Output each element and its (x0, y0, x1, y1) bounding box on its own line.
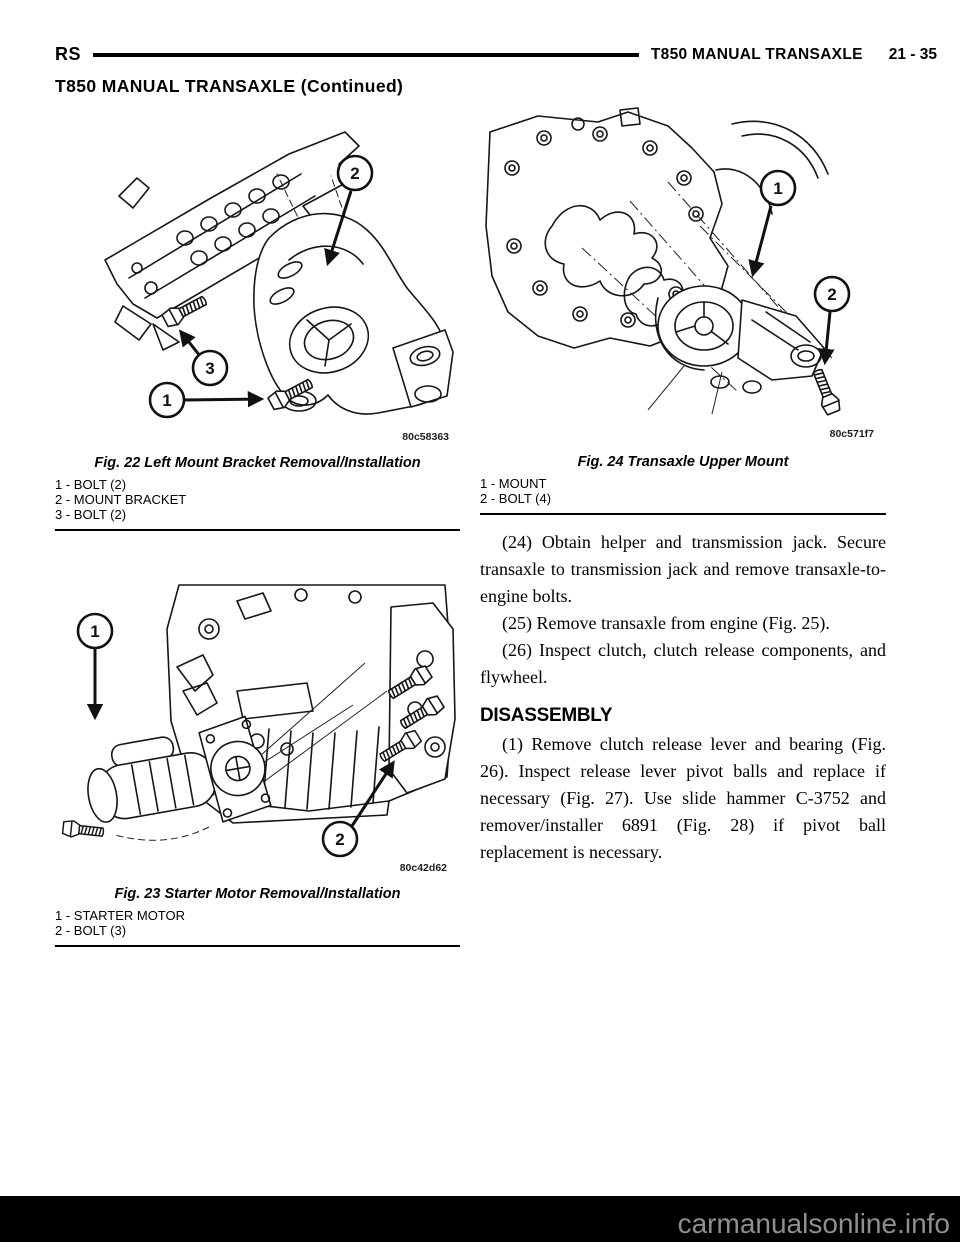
fig23-legend: 1 - STARTER MOTOR 2 - BOLT (3) (55, 908, 460, 947)
header-rule (93, 52, 639, 57)
fig22-illustration: 2 3 1 80c58363 (104, 131, 454, 443)
watermark-text: carmanualsonline.info (677, 1208, 950, 1239)
fig24-image-code: 80c571f7 (830, 428, 875, 440)
procedure-step: (26) Inspect clutch, clutch release comp… (480, 640, 886, 687)
fig24-caption: Fig. 24 Transaxle Upper Mount (577, 454, 789, 470)
page-header: RS T850 MANUAL TRANSAXLE 21 - 35 (55, 44, 937, 65)
fig24-legend: 1 - MOUNT 2 - BOLT (4) (480, 476, 886, 515)
footer-bar: carmanualsonline.info (0, 1196, 960, 1242)
fig23-transaxle (388, 602, 456, 794)
fig22-mount-bracket (253, 212, 454, 415)
left-column: 2 3 1 80c58363 Fig. 22 Left Mount Bracke… (55, 110, 460, 947)
fig22-engine-block (104, 131, 360, 351)
legend-item: 2 - BOLT (3) (55, 923, 127, 938)
svg-text:1: 1 (162, 391, 171, 410)
svg-text:2: 2 (335, 830, 344, 849)
procedure-step: (25) Remove transaxle from engine (Fig. … (502, 613, 830, 633)
header-section-title: T850 MANUAL TRANSAXLE (650, 45, 863, 63)
fig24-mount (654, 285, 825, 394)
procedure-steps: (24) Obtain helper and transmission jack… (480, 529, 886, 691)
fig22-bolt-3 (160, 291, 211, 330)
fig22-callout-1: 1 (148, 381, 265, 419)
svg-text:3: 3 (205, 359, 214, 378)
fig23-illustration: 1 2 80c42d62 (61, 584, 456, 874)
fig24-callout-2: 2 (813, 275, 851, 366)
svg-text:1: 1 (773, 179, 782, 198)
svg-text:2: 2 (350, 164, 359, 183)
fig22-callout-3: 3 (178, 329, 229, 387)
legend-item: 1 - BOLT (2) (55, 477, 127, 492)
legend-item: 1 - STARTER MOTOR (55, 908, 186, 923)
procedure-step: (24) Obtain helper and transmission jack… (480, 532, 886, 606)
legend-item: 1 - MOUNT (480, 476, 547, 491)
legend-item: 3 - BOLT (2) (55, 507, 127, 522)
legend-item: 2 - MOUNT BRACKET (55, 492, 187, 507)
page-number: 21 - 35 (888, 45, 937, 63)
doc-code: RS (55, 44, 82, 64)
svg-text:2: 2 (827, 285, 836, 304)
fig22-legend: 1 - BOLT (2) 2 - MOUNT BRACKET 3 - BOLT … (55, 477, 460, 531)
fig22-caption: Fig. 22 Left Mount Bracket Removal/Insta… (94, 455, 421, 471)
right-column: 1 2 80c571f7 Fig. 24 Transaxle Upper Mou… (480, 106, 886, 866)
fig22-callout-2: 2 (324, 154, 374, 267)
fig24-transaxle-case (485, 107, 829, 349)
fig24-callout-1: 1 (748, 169, 797, 278)
fig23-starter-motor (87, 715, 272, 823)
procedure-step: (1) Remove clutch release lever and bear… (480, 734, 886, 862)
fig22-image-code: 80c58363 (402, 431, 449, 443)
fig23-caption: Fig. 23 Starter Motor Removal/Installati… (114, 886, 401, 902)
svg-text:1: 1 (90, 622, 99, 641)
fig23-callout-1: 1 (76, 612, 114, 721)
fig23-image-code: 80c42d62 (400, 862, 447, 874)
legend-item: 2 - BOLT (4) (480, 491, 552, 506)
fig23-loose-bolt (61, 819, 105, 841)
disassembly-steps: (1) Remove clutch release lever and bear… (480, 731, 886, 866)
disassembly-heading: DISASSEMBLY (480, 705, 613, 726)
fig23-callout-2: 2 (321, 760, 395, 858)
continued-title: T850 MANUAL TRANSAXLE (Continued) (55, 76, 404, 96)
fig24-illustration: 1 2 80c571f7 (485, 107, 875, 440)
fig24-bolt (808, 366, 844, 417)
